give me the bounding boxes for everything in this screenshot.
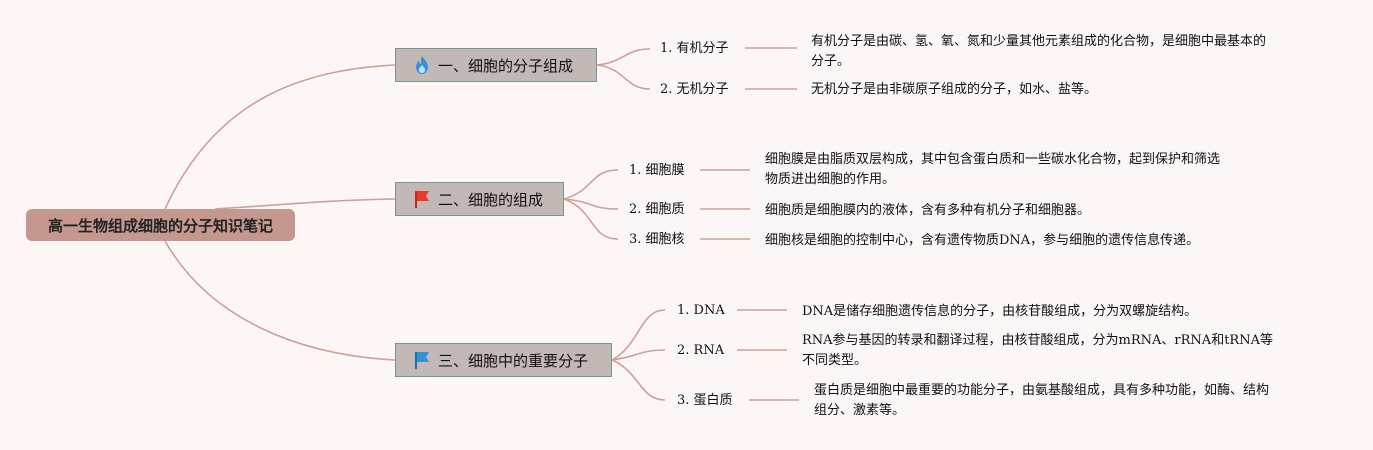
description-line: 无机分子是由非碳原子组成的分子，如水、盐等。 bbox=[811, 82, 1098, 97]
description-line: RNA参与基因的转录和翻译过程，由核苷酸组成，分为mRNA、rRNA和tRNA等 bbox=[802, 333, 1273, 348]
leaf-description: 细胞质是细胞膜内的液体，含有多种有机分子和细胞器。 bbox=[765, 201, 1265, 221]
leaf-nucleus[interactable]: 3. 细胞核 bbox=[629, 232, 685, 247]
leaf-description: 蛋白质是细胞中最重要的功能分子，由氨基酸组成，具有多种功能，如酶、结构 组分、激… bbox=[814, 381, 1314, 421]
description-line: 细胞核是细胞的控制中心，含有遗传物质DNA，参与细胞的遗传信息传递。 bbox=[765, 233, 1200, 248]
description-line: DNA是储存细胞遗传信息的分子，由核苷酸组成，分为双螺旋结构。 bbox=[802, 304, 1198, 319]
branch-label: 三、细胞中的重要分子 bbox=[438, 351, 589, 370]
red-flag-icon bbox=[412, 189, 432, 209]
description-line: 物质进出细胞的作用。 bbox=[765, 172, 896, 187]
description-line: 细胞质是细胞膜内的液体，含有多种有机分子和细胞器。 bbox=[765, 203, 1091, 218]
root-node[interactable]: 高一生物组成细胞的分子知识笔记 bbox=[26, 209, 295, 241]
leaf-inorganic-molecules[interactable]: 2. 无机分子 bbox=[660, 82, 729, 97]
leaf-description: DNA是储存细胞遗传信息的分子，由核苷酸组成，分为双螺旋结构。 bbox=[802, 302, 1302, 322]
branch-node-important-molecules[interactable]: 三、细胞中的重要分子 bbox=[395, 343, 612, 377]
blue-flag-icon bbox=[412, 350, 432, 370]
leaf-dna[interactable]: 1. DNA bbox=[677, 303, 725, 318]
description-line: 蛋白质是细胞中最重要的功能分子，由氨基酸组成，具有多种功能，如酶、结构 bbox=[814, 383, 1270, 398]
description-line: 有机分子是由碳、氢、氧、氮和少量其他元素组成的化合物，是细胞中最基本的 bbox=[811, 34, 1267, 49]
leaf-description: 无机分子是由非碳原子组成的分子，如水、盐等。 bbox=[811, 80, 1311, 100]
leaf-organic-molecules[interactable]: 1. 有机分子 bbox=[660, 41, 729, 56]
leaf-description: 细胞核是细胞的控制中心，含有遗传物质DNA，参与细胞的遗传信息传递。 bbox=[765, 231, 1265, 251]
branch-node-molecular-composition[interactable]: 一、细胞的分子组成 bbox=[395, 48, 597, 82]
branch-label: 二、细胞的组成 bbox=[438, 190, 544, 209]
branch-label: 一、细胞的分子组成 bbox=[438, 56, 574, 75]
leaf-cytoplasm[interactable]: 2. 细胞质 bbox=[629, 202, 685, 217]
leaf-description: RNA参与基因的转录和翻译过程，由核苷酸组成，分为mRNA、rRNA和tRNA等… bbox=[802, 331, 1302, 371]
leaf-cell-membrane[interactable]: 1. 细胞膜 bbox=[629, 163, 685, 178]
leaf-description: 有机分子是由碳、氢、氧、氮和少量其他元素组成的化合物，是细胞中最基本的 分子。 bbox=[811, 32, 1311, 72]
description-line: 细胞膜是由脂质双层构成，其中包含蛋白质和一些碳水化合物，起到保护和筛选 bbox=[765, 152, 1221, 167]
leaf-protein[interactable]: 3. 蛋白质 bbox=[677, 393, 733, 408]
leaf-rna[interactable]: 2. RNA bbox=[677, 343, 725, 358]
branch-node-cell-composition[interactable]: 二、细胞的组成 bbox=[395, 182, 564, 216]
leaf-description: 细胞膜是由脂质双层构成，其中包含蛋白质和一些碳水化合物，起到保护和筛选 物质进出… bbox=[765, 150, 1265, 190]
fire-icon bbox=[412, 55, 432, 75]
description-line: 组分、激素等。 bbox=[814, 403, 906, 418]
description-line: 分子。 bbox=[811, 54, 851, 69]
description-line: 不同类型。 bbox=[802, 353, 868, 368]
